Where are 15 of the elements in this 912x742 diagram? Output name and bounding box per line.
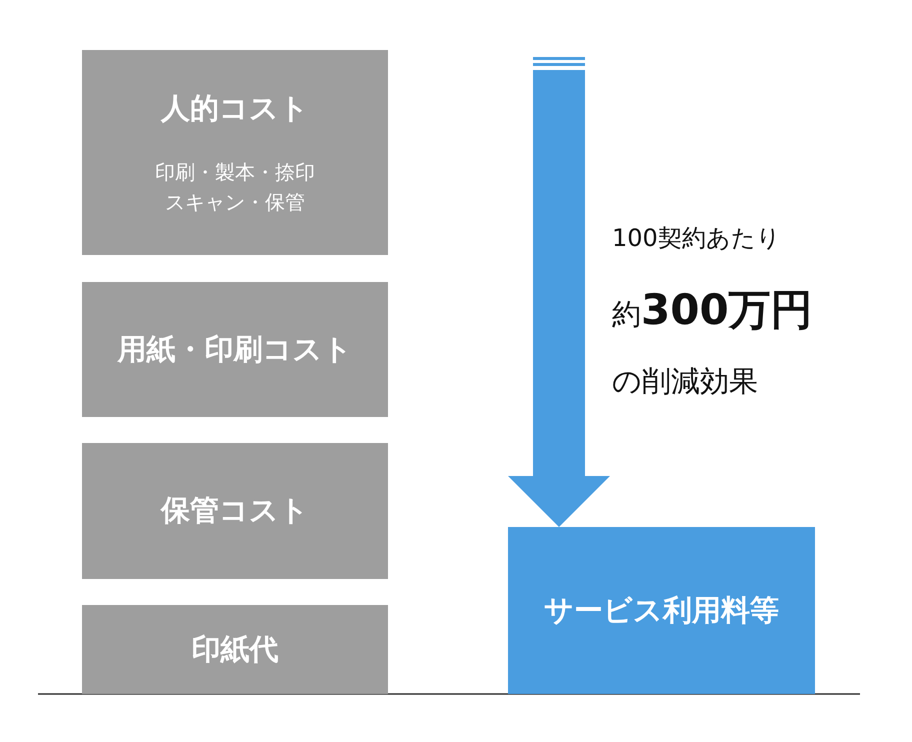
label-text: 100契約あたり [612, 223, 781, 254]
box-title: 人的コスト [161, 90, 309, 126]
box-title: サービス利用料等 [544, 592, 779, 628]
cost-box [82, 50, 388, 255]
box-title: 印紙代 [192, 630, 278, 668]
box-title: 保管コスト [161, 492, 309, 529]
box-description: 印刷・製本・捺印スキャン・保管 [154, 158, 316, 216]
box-title: 用紙・印刷コスト [118, 330, 352, 368]
cost-box [82, 282, 388, 417]
label-text: の削減効果 [612, 363, 758, 400]
cost-box [82, 443, 388, 579]
savings-amount: 約300万円 [612, 284, 813, 336]
reduction-arrow [508, 57, 610, 527]
cost-box [82, 605, 388, 694]
service-fee-box [508, 527, 815, 694]
